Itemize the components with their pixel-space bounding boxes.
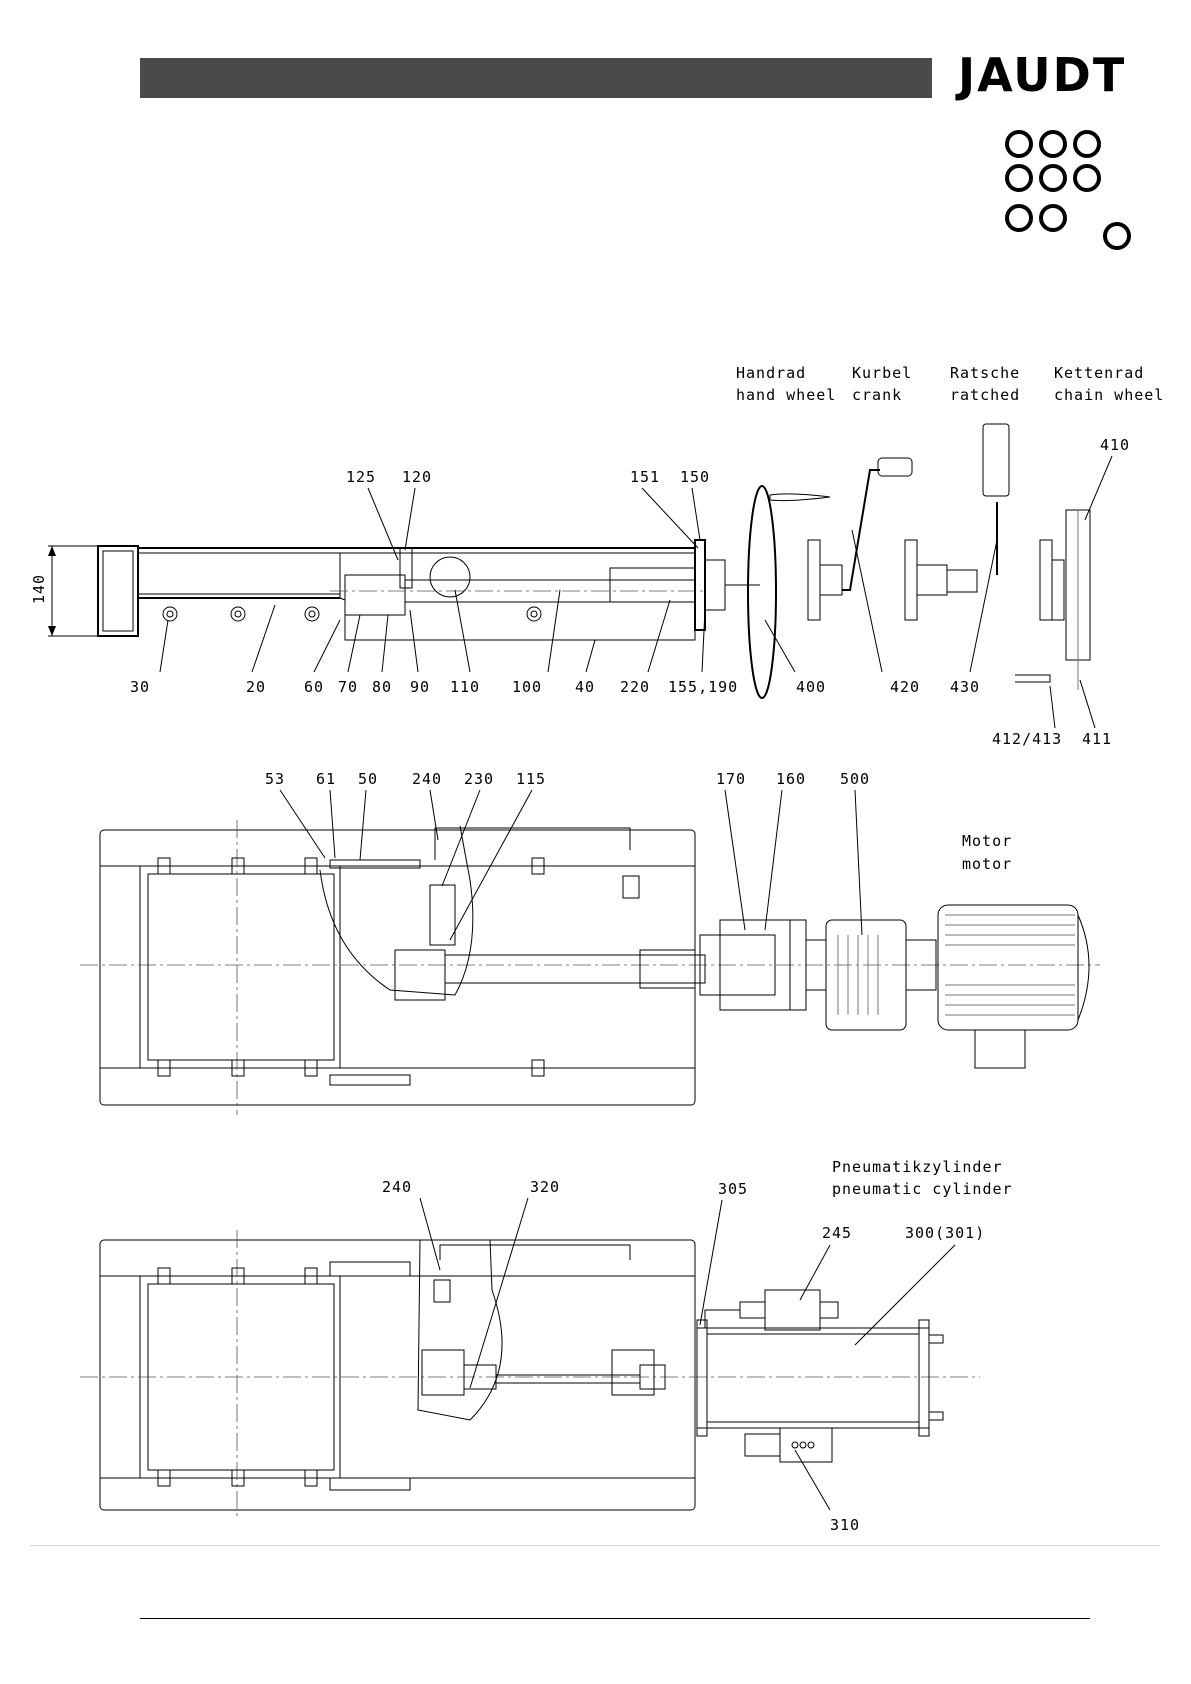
label-100: 100	[512, 678, 542, 696]
label-430: 430	[950, 678, 980, 696]
label-40: 40	[575, 678, 595, 696]
label-120: 120	[402, 468, 432, 486]
footer-divider	[140, 1618, 1090, 1619]
label-305: 305	[718, 1180, 748, 1198]
label-240: 240	[412, 770, 442, 788]
label-50: 50	[358, 770, 378, 788]
view-side-section: 140	[30, 424, 1090, 698]
label-420: 420	[890, 678, 920, 696]
label-125: 125	[346, 468, 376, 486]
label-155-190: 155,190	[668, 678, 738, 696]
label-410: 410	[1100, 436, 1130, 454]
drive-option-3-de: Ratsche	[950, 364, 1020, 382]
view2-leaders	[280, 790, 862, 940]
label-110: 110	[450, 678, 480, 696]
drive-option-1-de: Handrad	[736, 364, 806, 382]
label-170: 170	[716, 770, 746, 788]
drive-option-4-de: Kettenrad	[1054, 364, 1144, 382]
label-20: 20	[246, 678, 266, 696]
motor-label-de: Motor	[962, 832, 1012, 850]
drive-option-3-en: ratched	[950, 386, 1020, 404]
motor-label-en: motor	[962, 855, 1012, 873]
label-70: 70	[338, 678, 358, 696]
label-80: 80	[372, 678, 392, 696]
drive-option-4-en: chain wheel	[1054, 386, 1164, 404]
label-30: 30	[130, 678, 150, 696]
view2-labels: 53 61 50 240 230 115 170 160 500 Motor m…	[265, 770, 1012, 873]
label-90: 90	[410, 678, 430, 696]
view-top-pneumatic	[80, 1230, 980, 1520]
label-320: 320	[530, 1178, 560, 1196]
label-500: 500	[840, 770, 870, 788]
label-310: 310	[830, 1516, 860, 1534]
drive-option-2-de: Kurbel	[852, 364, 912, 382]
label-150: 150	[680, 468, 710, 486]
label-411: 411	[1082, 730, 1112, 748]
label-115: 115	[516, 770, 546, 788]
view1-labels: 30 20 60 70 80 90 110 100 40 220 155,190…	[130, 364, 1164, 748]
label-245: 245	[822, 1224, 852, 1242]
label-412-413: 412/413	[992, 730, 1062, 748]
footer-divider-light	[30, 1545, 1160, 1546]
drive-option-1-en: hand wheel	[736, 386, 836, 404]
label-240-view3: 240	[382, 1178, 412, 1196]
label-151: 151	[630, 468, 660, 486]
label-400: 400	[796, 678, 826, 696]
label-53: 53	[265, 770, 285, 788]
label-230: 230	[464, 770, 494, 788]
label-220: 220	[620, 678, 650, 696]
cylinder-label-de: Pneumatikzylinder	[832, 1158, 1003, 1176]
dim-140: 140	[30, 574, 48, 604]
view-top-motor	[80, 820, 1100, 1115]
drive-option-2-en: crank	[852, 386, 902, 404]
label-160: 160	[776, 770, 806, 788]
label-60: 60	[304, 678, 324, 696]
label-61: 61	[316, 770, 336, 788]
label-300-301: 300(301)	[905, 1224, 985, 1242]
cylinder-label-en: pneumatic cylinder	[832, 1180, 1013, 1198]
logo-dot-pattern	[1007, 132, 1129, 248]
